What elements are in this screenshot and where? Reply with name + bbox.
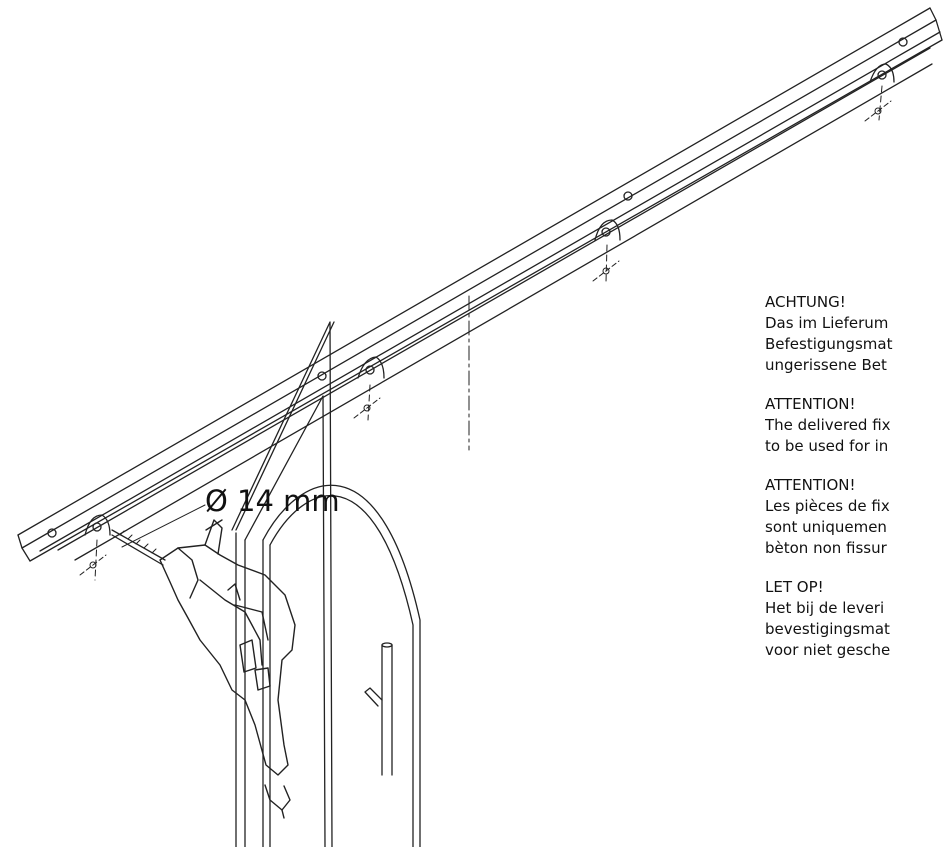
warning-line: ungerissene Bet (765, 356, 887, 374)
ceiling-rail (17, 7, 943, 562)
warning-line: bevestigingsmat (765, 620, 890, 638)
mounting-bracket-3 (594, 191, 633, 241)
mounting-bracket-4 (869, 37, 908, 83)
warning-line: to be used for in (765, 437, 889, 455)
warning-heading: ATTENTION! (765, 476, 856, 494)
warning-line: voor niet gesche (765, 641, 891, 659)
warning-line: Das im Lieferum (765, 314, 889, 332)
warning-line: Les pièces de fix (765, 497, 890, 515)
warning-line: bèton non fissur (765, 539, 887, 557)
warning-heading: ATTENTION! (765, 395, 856, 413)
warning-note-de: ACHTUNG! Das im Lieferum Befestigungsmat… (765, 292, 946, 376)
warning-line: Befestigungsmat (765, 335, 893, 353)
door-handle (364, 642, 393, 776)
door-frame (231, 321, 335, 847)
drill-bit (111, 529, 166, 566)
warning-heading: LET OP! (765, 578, 824, 596)
warning-note-fr: ATTENTION! Les pièces de fix sont unique… (765, 475, 946, 559)
warning-line: Het bij de leveri (765, 599, 885, 617)
power-drill (159, 519, 296, 819)
warning-note-en: ATTENTION! The delivered fix to be used … (765, 394, 946, 457)
drill-hole-markers (79, 85, 892, 581)
drill-diameter-label: Ø 14 mm (205, 484, 340, 518)
warning-heading: ACHTUNG! (765, 293, 846, 311)
warning-note-nl: LET OP! Het bij de leveri bevestigingsma… (765, 577, 946, 661)
mounting-bracket-1 (47, 514, 111, 538)
warning-line: sont uniquemen (765, 518, 887, 536)
warning-notes: ACHTUNG! Das im Lieferum Befestigungsmat… (765, 292, 946, 679)
warning-line: The delivered fix (765, 416, 891, 434)
dimension-leader (121, 504, 206, 548)
mounting-bracket-2 (317, 356, 385, 381)
door-panel-arch (262, 484, 421, 847)
